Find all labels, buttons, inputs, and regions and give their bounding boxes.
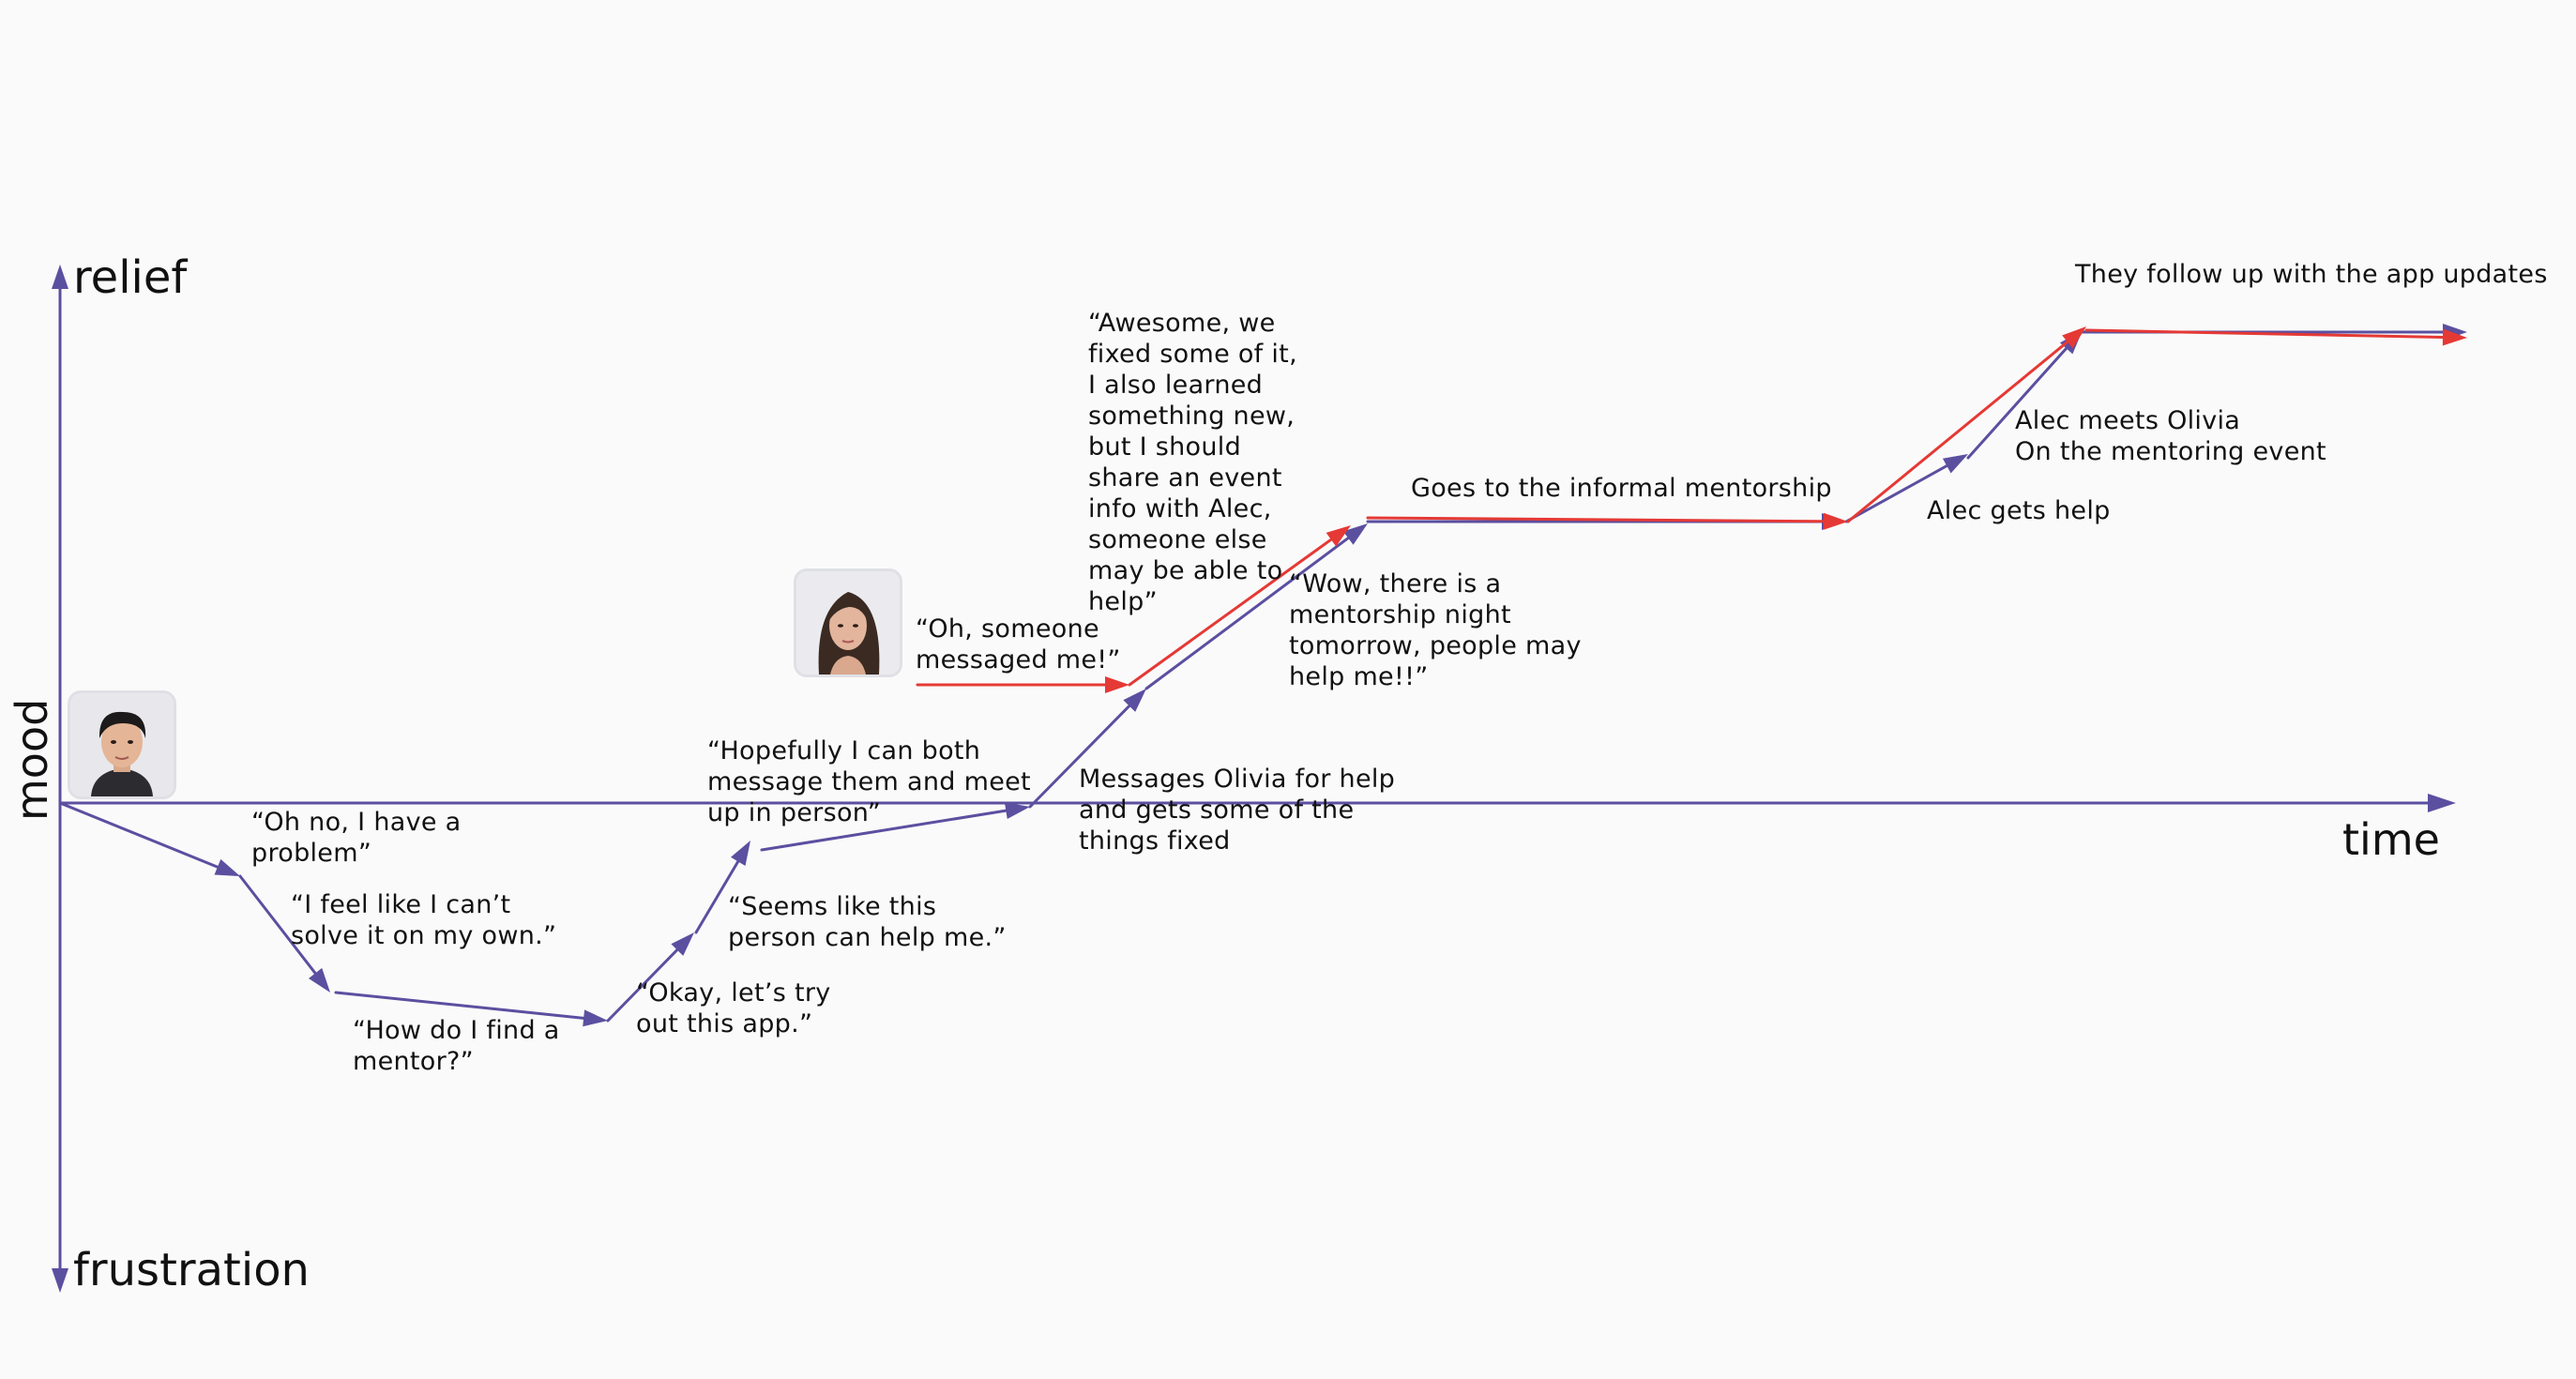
alec-path-segment-2 <box>238 874 317 975</box>
man-avatar-icon <box>68 690 176 799</box>
annotation-wow: “Wow, there is a mentorship night tomorr… <box>1289 569 1582 691</box>
alec-path-segment-3-head <box>583 1009 608 1027</box>
alec-path-segment-7 <box>1028 705 1131 809</box>
annotation-oh-no: “Oh no, I have a problem” <box>251 808 462 868</box>
alec-path-segment-1 <box>58 801 220 869</box>
alec-path-segment-2-head <box>308 967 330 993</box>
alec-path-segment-6 <box>760 809 1008 852</box>
olivia-path-segment-2-head <box>1326 525 1351 547</box>
alec-path-segment-5-head <box>731 841 750 866</box>
alec-path-segment-4 <box>606 948 679 1023</box>
alec-path-segment-6-head <box>1004 802 1030 820</box>
annotation-awesome: “Awesome, we fixed some of it, I also le… <box>1088 309 1297 616</box>
annotation-someone-messaged: “Oh, someone messaged me!” <box>916 614 1121 674</box>
olivia-path-segment-3 <box>1366 516 1826 523</box>
annotation-cant-solve: “I feel like I can’t solve it on my own.… <box>291 890 557 950</box>
olivia-path-segment-5-head <box>2442 328 2467 346</box>
y-axis-bottom-label: frustration <box>73 1244 310 1296</box>
olivia-path-segment-1-head <box>1105 676 1129 693</box>
y-axis-mood-label: mood <box>7 698 57 821</box>
annotation-can-help: “Seems like this person can help me.” <box>728 892 1007 952</box>
alec-path-segment-10-head <box>1942 454 1968 474</box>
woman-avatar-icon <box>794 568 902 677</box>
annotation-follow-up: They follow up with the app updates <box>2075 260 2548 289</box>
annotation-try-app: “Okay, let’s try out this app.” <box>636 978 831 1038</box>
annotation-find-mentor: “How do I find a mentor?” <box>353 1016 560 1076</box>
alec-path-segment-7-head <box>1123 689 1146 712</box>
x-axis-arrow-head <box>2428 794 2456 812</box>
olivia-path-segment-5 <box>2084 328 2445 339</box>
olivia-path-segment-3-head <box>1823 512 1848 530</box>
olivia-path-segment-2 <box>1128 538 1333 687</box>
alec-path-segment-11 <box>1966 346 2068 460</box>
annotation-gets-help: Alec gets help <box>1927 496 2111 525</box>
alec-path-segment-1-head <box>214 858 240 876</box>
x-axis-time-label: time <box>2342 814 2440 865</box>
olivia-path-segment-4 <box>1846 340 2069 523</box>
annotation-informal-mentorship: Goes to the informal mentorship <box>1411 474 1832 503</box>
alec-path-segment-5 <box>694 859 740 934</box>
y-axis-top-label: relief <box>73 251 188 304</box>
alec-path-segment-10 <box>1844 464 1948 523</box>
alec-path-segment-3 <box>334 991 585 1020</box>
alec-path-segment-8 <box>1144 537 1350 690</box>
annotation-hopefully: “Hopefully I can both message them and m… <box>707 736 1031 827</box>
y-axis-up-arrow-head <box>52 265 68 289</box>
alec-path-segment-8-head <box>1342 523 1368 545</box>
olivia-path-segment-4-head <box>2062 326 2086 349</box>
y-axis-down-arrow-head <box>52 1268 68 1293</box>
annotation-messages-olivia: Messages Olivia for help and gets some o… <box>1079 765 1396 856</box>
alec-path-segment-4-head <box>671 932 694 956</box>
annotation-meets-olivia: Alec meets Olivia On the mentoring event <box>2015 406 2326 466</box>
